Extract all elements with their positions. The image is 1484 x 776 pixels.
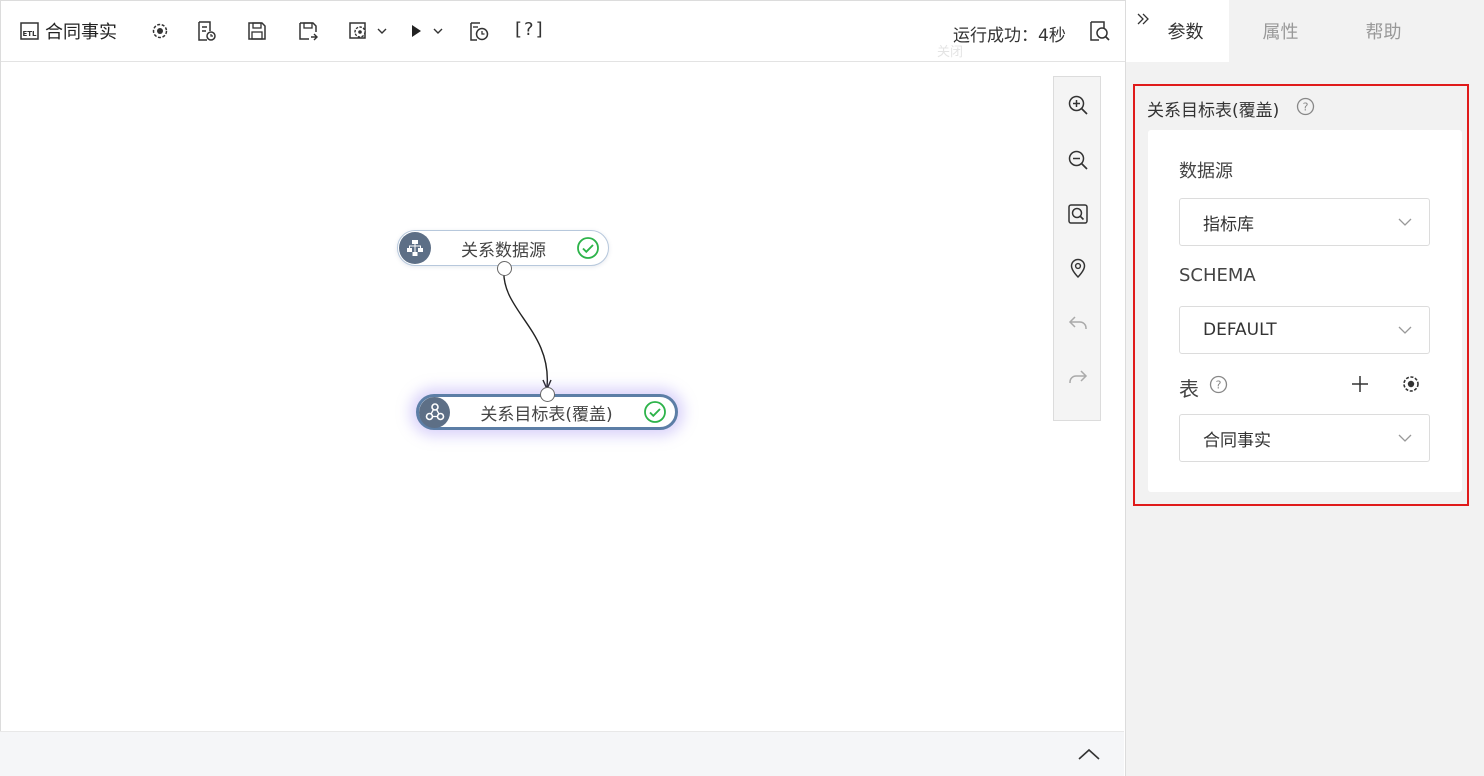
gear-document-icon <box>349 22 366 39</box>
zoom-in-icon <box>1068 95 1088 115</box>
datasource-select[interactable]: 指标库 <box>1179 198 1430 246</box>
locate-button[interactable] <box>1066 256 1090 280</box>
search-log-icon[interactable] <box>1087 19 1111 43</box>
chevron-up-icon[interactable] <box>1076 744 1102 764</box>
datasource-node-icon <box>399 232 431 264</box>
fit-view-button[interactable] <box>1066 202 1090 226</box>
flow-title: ETL 合同事实 <box>19 19 117 43</box>
save-as-icon <box>299 22 318 41</box>
save-icon <box>248 22 266 40</box>
chevron-down-icon <box>1398 434 1412 442</box>
svg-text:ETL: ETL <box>23 30 38 38</box>
gear-icon[interactable] <box>1400 373 1422 395</box>
success-check-icon <box>577 237 599 259</box>
zoom-out-button[interactable] <box>1066 148 1090 172</box>
double-chevron-right-icon[interactable] <box>1136 12 1150 26</box>
zoom-out-icon <box>1068 150 1088 170</box>
fit-view-icon <box>1068 204 1088 224</box>
gear-icon <box>152 23 168 39</box>
location-pin-icon <box>1070 258 1086 279</box>
tab-properties[interactable]: 属性 <box>1229 0 1332 62</box>
chevron-down-icon <box>1398 218 1412 226</box>
etl-icon: ETL <box>20 22 39 40</box>
node-label: 关系数据源 <box>461 240 546 261</box>
add-table-button[interactable] <box>1349 373 1371 395</box>
node-output-port[interactable] <box>497 261 512 276</box>
tab-label: 属性 <box>1262 22 1299 43</box>
tab-label: 帮助 <box>1365 22 1402 43</box>
undo-icon <box>1068 316 1087 329</box>
node-relational-source[interactable]: 关系数据源 <box>397 230 609 266</box>
bottom-bar <box>0 731 1124 776</box>
zoom-in-button[interactable] <box>1066 93 1090 117</box>
chevron-down-icon[interactable] <box>432 25 444 37</box>
chevron-down-icon <box>1398 326 1412 334</box>
question-circle-icon[interactable]: ? <box>1296 97 1315 116</box>
schedule-button[interactable] <box>466 19 490 43</box>
svg-text:?: ? <box>1216 379 1222 392</box>
redo-icon <box>1069 370 1088 383</box>
redo-button[interactable] <box>1066 364 1090 388</box>
schema-value: DEFAULT <box>1203 320 1277 340</box>
target-node-icon <box>419 396 450 428</box>
settings-button[interactable] <box>148 19 172 43</box>
table-select[interactable]: 合同事实 <box>1179 414 1430 462</box>
run-status-text: 运行成功：4秒 <box>953 26 1066 46</box>
table-value: 合同事实 <box>1203 430 1271 451</box>
datasource-value: 指标库 <box>1203 214 1254 235</box>
tab-label: 参数 <box>1167 22 1204 43</box>
canvas-tool-panel <box>1053 76 1101 421</box>
undo-button[interactable] <box>1066 310 1090 334</box>
run-settings-button[interactable] <box>347 19 371 43</box>
chevron-down-icon[interactable] <box>376 25 388 37</box>
svg-text:?: ? <box>1303 101 1309 114</box>
section-title: 关系目标表(覆盖) <box>1147 101 1280 121</box>
node-label: 关系目标表(覆盖) <box>480 404 613 425</box>
success-check-icon <box>644 401 666 423</box>
table-label: 表 <box>1179 377 1199 401</box>
flow-title-text: 合同事实 <box>45 22 117 43</box>
log-button[interactable] <box>194 19 218 43</box>
tab-params[interactable]: 参数 <box>1126 0 1229 62</box>
document-clock-icon <box>198 21 216 41</box>
save-as-button[interactable] <box>296 19 320 43</box>
question-circle-icon[interactable]: ? <box>1209 375 1228 394</box>
schema-label: SCHEMA <box>1179 265 1256 286</box>
panel-tabs: 参数 属性 帮助 <box>1126 0 1484 62</box>
toolbar: ETL 合同事实 <box>1 1 1125 62</box>
run-button[interactable] <box>404 19 428 43</box>
workspace: ETL 合同事实 <box>0 0 1125 776</box>
save-button[interactable] <box>245 19 269 43</box>
node-input-port[interactable] <box>540 387 555 402</box>
tab-help[interactable]: 帮助 <box>1332 0 1435 62</box>
play-icon <box>412 25 421 37</box>
status-tooltip-ghost: 关闭 <box>937 45 964 60</box>
help-button[interactable]: [?] <box>515 19 545 40</box>
datasource-label: 数据源 <box>1179 161 1233 182</box>
schedule-clock-icon <box>470 22 489 41</box>
schema-select[interactable]: DEFAULT <box>1179 306 1430 354</box>
